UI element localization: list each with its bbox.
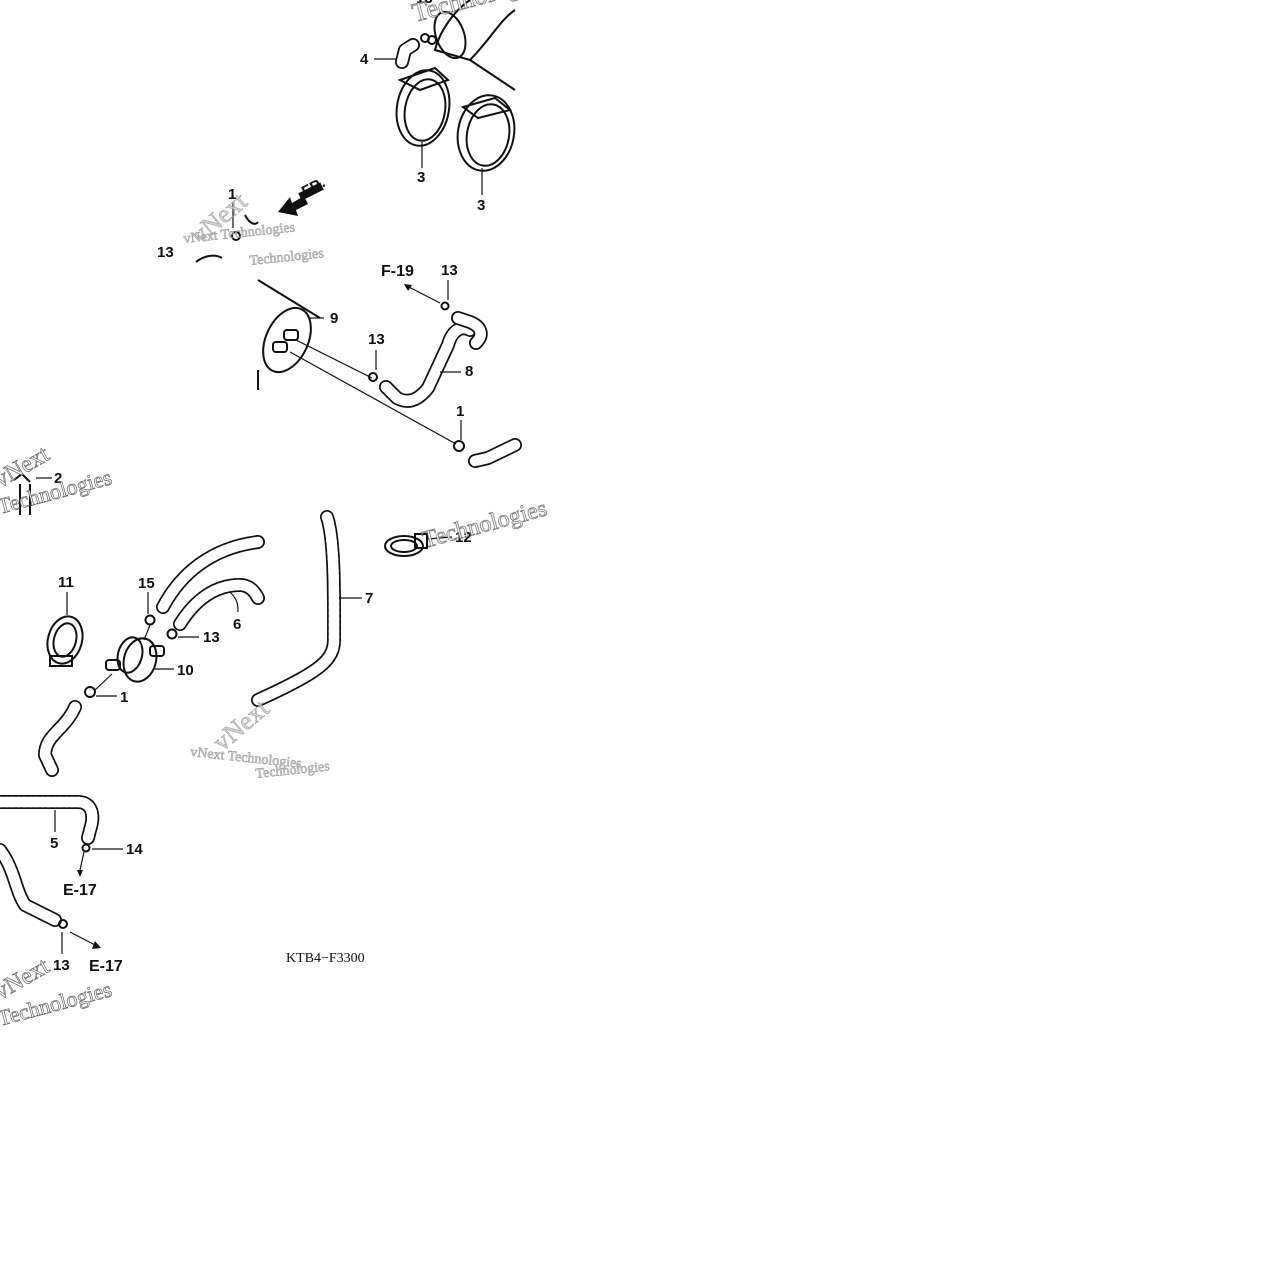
callout-13-mid: 13 xyxy=(368,331,385,348)
leader-lines xyxy=(36,58,483,954)
callout-13-filter: 13 xyxy=(203,629,220,646)
callout-9: 9 xyxy=(330,310,338,327)
callout-12: 12 xyxy=(455,529,472,546)
callout-3-right: 3 xyxy=(477,197,485,214)
callout-11: 11 xyxy=(58,574,74,591)
callout-2: 2 xyxy=(54,470,62,487)
callout-1-top: 1 xyxy=(228,186,236,203)
callout-4: 4 xyxy=(360,51,369,68)
watermark-technologies-1: Technologies xyxy=(249,246,325,269)
callout-13-top: 13 xyxy=(416,0,433,7)
watermark-technologies-3: Technologies xyxy=(420,496,550,554)
callout-13-left: 13 xyxy=(157,244,174,261)
drawing-code: KTB4−F3300 xyxy=(286,951,365,966)
callout-1-bottom: 1 xyxy=(120,689,128,706)
callout-10: 10 xyxy=(177,662,194,679)
callout-15: 15 xyxy=(138,575,155,592)
filter-group xyxy=(38,535,265,777)
ref-e17-lower: E-17 xyxy=(89,958,123,975)
ref-f19: F-19 xyxy=(381,263,414,280)
item-2-fragment xyxy=(13,472,31,515)
callout-13-bottom: 13 xyxy=(53,957,70,974)
callout-8: 8 xyxy=(465,363,473,380)
band-3-left xyxy=(395,66,451,147)
ref-e17-upper: E-17 xyxy=(63,882,97,899)
callout-numbers: 13 4 3 3 1 13 13 9 13 8 1 2 12 11 15 7 6… xyxy=(50,0,485,974)
callout-6: 6 xyxy=(233,616,241,633)
front-direction-arrow: FR. xyxy=(278,174,328,216)
watermark-technologies-top: Technologies xyxy=(409,0,550,28)
callout-13-f19: 13 xyxy=(441,262,458,279)
callout-7: 7 xyxy=(365,590,373,607)
watermarks: Technologies vNext vNext Technologies Te… xyxy=(0,0,550,1031)
band-3-right xyxy=(456,94,516,172)
canister-bracket-group xyxy=(395,0,516,172)
callout-3-left: 3 xyxy=(417,169,425,186)
hose-5-group xyxy=(0,795,101,949)
canister-9-group xyxy=(257,279,522,468)
callout-14: 14 xyxy=(126,841,143,858)
reference-labels: F-19 E-17 E-17 xyxy=(63,263,414,975)
upper-left-fragment xyxy=(195,214,259,263)
hose-7 xyxy=(251,510,342,707)
callout-5: 5 xyxy=(50,835,58,852)
clamp-12 xyxy=(384,533,453,557)
callout-1-mid: 1 xyxy=(456,403,464,420)
